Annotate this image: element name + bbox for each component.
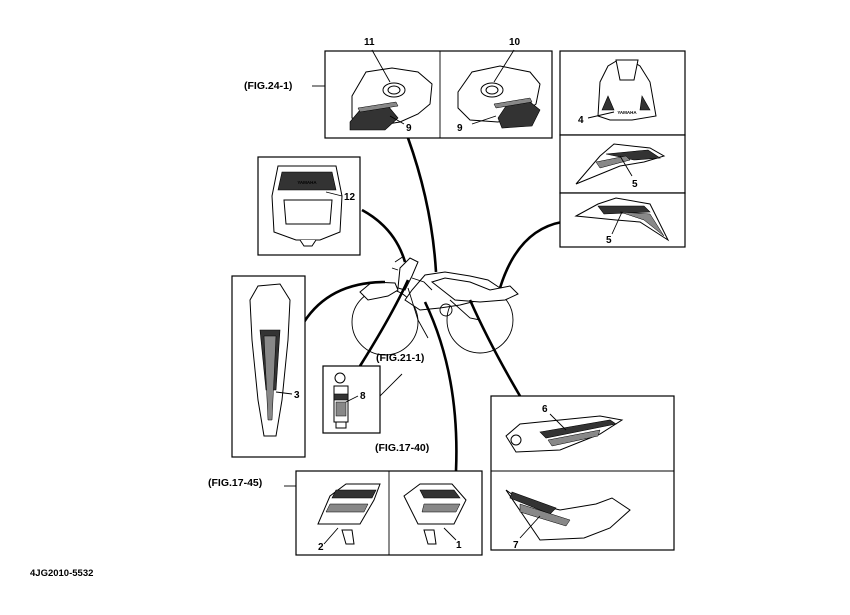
leader-curves	[302, 137, 563, 472]
fuel-tank-box	[324, 49, 553, 139]
fuel-tank-right	[457, 65, 541, 129]
callout-9-right: 9	[457, 123, 463, 134]
shroud-left	[317, 483, 381, 545]
motorcycle-silhouette	[351, 255, 519, 356]
front-fender-box	[231, 275, 306, 458]
rear-shock	[333, 372, 349, 429]
side-panel-lower	[574, 197, 670, 242]
fig-ref-17-40: (FIG.17-40)	[375, 442, 429, 454]
callout-2: 2	[318, 542, 324, 553]
fuel-tank-left	[349, 67, 433, 131]
callout-11: 11	[364, 37, 375, 48]
callout-6: 6	[542, 404, 548, 415]
callout-3: 3	[294, 390, 300, 401]
side-panel-upper	[575, 143, 666, 185]
callout-5-lower: 5	[606, 235, 612, 246]
shroud-box	[284, 460, 483, 556]
brand-text-cowl: YAMAHA	[617, 110, 637, 115]
callout-5-upper: 5	[632, 179, 638, 190]
rear-cowl-box: YAMAHA	[559, 50, 686, 248]
callout-4: 4	[578, 115, 584, 126]
side-cover-upper	[505, 415, 624, 453]
callout-10: 10	[509, 37, 521, 48]
headlight-cover-box: YAMAHA	[257, 156, 361, 256]
callout-7: 7	[513, 540, 519, 551]
callout-1: 1	[456, 540, 462, 551]
fig-ref-17-45: (FIG.17-45)	[208, 477, 262, 489]
fig-ref-24-1: (FIG.24-1)	[244, 80, 292, 92]
fig-ref-21-1: (FIG.21-1)	[376, 352, 424, 364]
brand-text-headlight: YAMAHA	[297, 180, 317, 185]
callout-12: 12	[344, 192, 356, 203]
callout-8: 8	[360, 391, 366, 402]
side-cover-box	[490, 395, 675, 551]
front-fender	[249, 283, 291, 437]
figure-code: 4JG2010-5532	[30, 568, 93, 579]
side-cover-lower	[505, 489, 631, 541]
shroud-right	[403, 483, 467, 545]
headlight-cover: YAMAHA	[271, 165, 343, 247]
shock-box	[322, 365, 403, 434]
callout-9-left: 9	[406, 123, 412, 134]
rear-cowl: YAMAHA	[597, 59, 657, 121]
